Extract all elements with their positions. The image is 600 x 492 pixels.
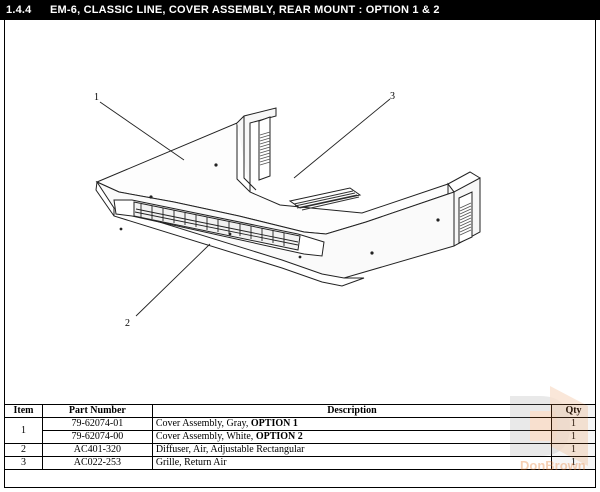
qty-cell: 1 <box>551 456 596 470</box>
description-text: Cover Assembly, Gray, <box>155 418 251 429</box>
callout-2: 2 <box>125 318 130 329</box>
option-label: OPTION 2 <box>255 431 303 442</box>
part-number-cell: AC401-320 <box>41 443 153 457</box>
header-part-number: Part Number <box>41 404 153 418</box>
part-number-cell: 79-62074-00 <box>41 430 153 444</box>
description-cell: Grille, Return Air <box>151 456 553 470</box>
section-number: 1.4.4 <box>6 4 32 16</box>
part-number-cell: AC022-253 <box>41 456 153 470</box>
description-cell: Diffuser, Air, Adjustable Rectangular <box>151 443 553 457</box>
option-label: OPTION 1 <box>250 418 298 429</box>
section-header: 1.4.4 EM-6, CLASSIC LINE, COVER ASSEMBLY… <box>0 0 600 20</box>
table-row: 79-62074-00 Cover Assembly, White, OPTIO… <box>5 430 596 444</box>
header-item: Item <box>4 404 43 418</box>
part-number-cell: 79-62074-01 <box>41 417 153 431</box>
table-header-row: Item Part Number Description Qty <box>4 404 596 418</box>
qty-cell: 1 <box>551 417 596 431</box>
parts-table: Item Part Number Description Qty 1 79-62… <box>4 404 596 470</box>
description-cell: Cover Assembly, Gray, OPTION 1 <box>151 417 553 431</box>
cover-assembly-drawing: 1 2 3 <box>94 91 481 329</box>
item-cell: 1 <box>4 417 43 444</box>
table-row: 3 AC022-253 Grille, Return Air 1 <box>4 456 596 470</box>
description-cell: Cover Assembly, White, OPTION 2 <box>151 430 553 444</box>
table-row: 2 AC401-320 Diffuser, Air, Adjustable Re… <box>4 443 596 457</box>
callout-3: 3 <box>390 91 395 102</box>
header-description: Description <box>151 404 553 418</box>
item-cell: 3 <box>4 456 43 470</box>
page-frame <box>4 20 596 488</box>
qty-cell: 1 <box>551 443 596 457</box>
callout-1: 1 <box>94 92 99 103</box>
section-title: EM-6, CLASSIC LINE, COVER ASSEMBLY, REAR… <box>50 4 440 16</box>
table-row: 1 79-62074-01 Cover Assembly, Gray, OPTI… <box>4 417 596 444</box>
header-qty: Qty <box>551 404 596 418</box>
item-cell: 2 <box>4 443 43 457</box>
qty-cell: 1 <box>551 430 596 444</box>
description-text: Cover Assembly, White, <box>155 431 256 442</box>
